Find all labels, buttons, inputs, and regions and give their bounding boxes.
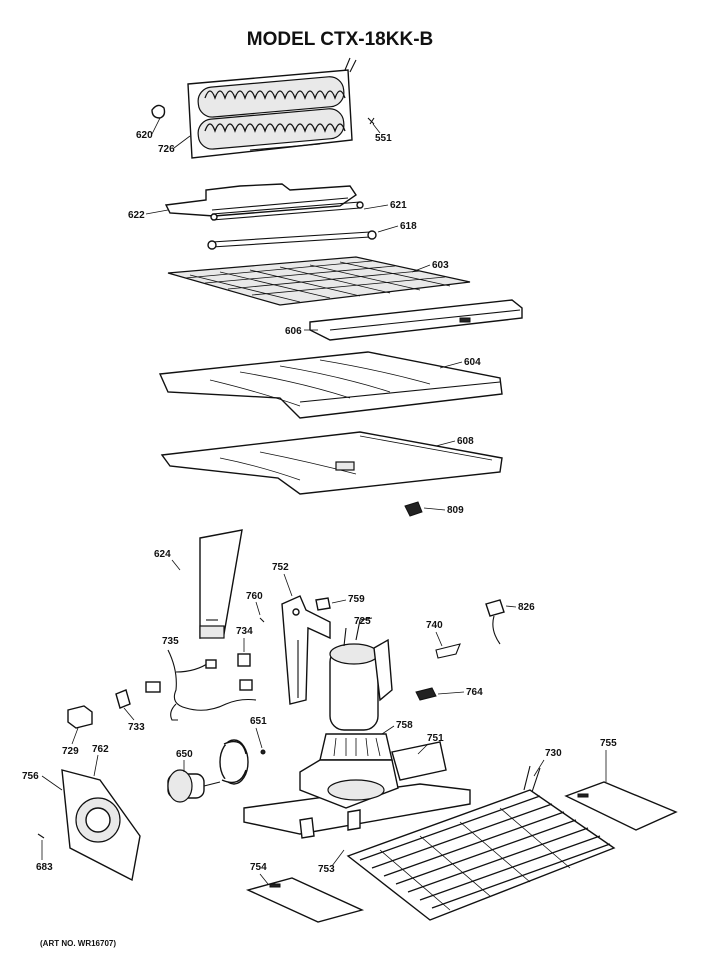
- callout-551: 551: [375, 133, 392, 144]
- condenser-part-730: [346, 765, 616, 921]
- callout-752: 752: [272, 562, 289, 573]
- evaporator-coil-part-726: [187, 57, 357, 159]
- callout-622: 622: [128, 210, 145, 221]
- capacitor-part-733: [115, 689, 131, 709]
- callout-620: 620: [136, 130, 153, 141]
- screw-part-760: [259, 617, 265, 623]
- compressor-part-725: [329, 617, 393, 731]
- relay-part-734: [237, 653, 251, 667]
- callout-734: 734: [236, 626, 253, 637]
- clip-part-620: [151, 104, 166, 119]
- callout-726: 726: [158, 144, 175, 155]
- screw-part-683: [37, 833, 45, 839]
- evaporator-cover-part-603: [167, 256, 471, 306]
- diagram-title: MODEL CTX-18KK-B: [247, 29, 434, 50]
- callout-751: 751: [427, 733, 444, 744]
- switch-part-729: [67, 705, 93, 729]
- fan-motor-part-650: [167, 769, 221, 803]
- callout-758: 758: [396, 720, 413, 731]
- relay-clip-part-740: [435, 643, 461, 659]
- callout-756: 756: [22, 771, 39, 782]
- callout-683: 683: [36, 862, 53, 873]
- heater-part-618: [207, 230, 377, 250]
- callout-651: 651: [250, 716, 267, 727]
- rear-duct-part-606: [309, 299, 523, 341]
- cover-plate-part-755: [564, 781, 678, 831]
- drain-pan-part-608: [160, 431, 503, 495]
- access-panel-part-754: [245, 877, 365, 923]
- callout-762: 762: [92, 744, 109, 755]
- evaporator-tray-part-604: [158, 351, 503, 419]
- heater-rod-part-621: [210, 201, 364, 221]
- fan-blade-part-651: [219, 739, 266, 785]
- art-number: (ART NO. WR16707): [40, 939, 116, 948]
- callout-730: 730: [545, 748, 562, 759]
- callout-735: 735: [162, 636, 179, 647]
- callout-759: 759: [348, 594, 365, 605]
- compressor-bracket-part-752: [281, 595, 331, 705]
- wiring-harness-part-735: [145, 649, 257, 721]
- callout-604: 604: [464, 357, 481, 368]
- callout-755: 755: [600, 738, 617, 749]
- callout-754: 754: [250, 862, 267, 873]
- callout-760: 760: [246, 591, 263, 602]
- compressor-base-part-751: [243, 741, 471, 839]
- grommet-part-758: [319, 733, 393, 761]
- screw-part-551: [367, 117, 375, 125]
- callout-753: 753: [318, 864, 335, 875]
- callout-603: 603: [432, 260, 449, 271]
- callout-608: 608: [457, 436, 474, 447]
- callout-624: 624: [154, 549, 171, 560]
- callout-729: 729: [62, 746, 79, 757]
- grommet-part-759: [315, 597, 331, 611]
- callout-621: 621: [390, 200, 407, 211]
- callout-826: 826: [518, 602, 535, 613]
- air-duct-part-624: [199, 529, 243, 639]
- thermostat-part-826: [485, 599, 505, 645]
- heater-tray-part-622: [164, 183, 357, 217]
- fan-shroud-part-756: [61, 769, 141, 882]
- callout-740: 740: [426, 620, 443, 631]
- callout-618: 618: [400, 221, 417, 232]
- drain-clip-part-809: [404, 501, 423, 517]
- callout-764: 764: [466, 687, 483, 698]
- overload-part-764: [415, 687, 437, 701]
- callout-650: 650: [176, 749, 193, 760]
- callout-725: 725: [354, 616, 371, 627]
- callout-606: 606: [285, 326, 302, 337]
- callout-733: 733: [128, 722, 145, 733]
- callout-809: 809: [447, 505, 464, 516]
